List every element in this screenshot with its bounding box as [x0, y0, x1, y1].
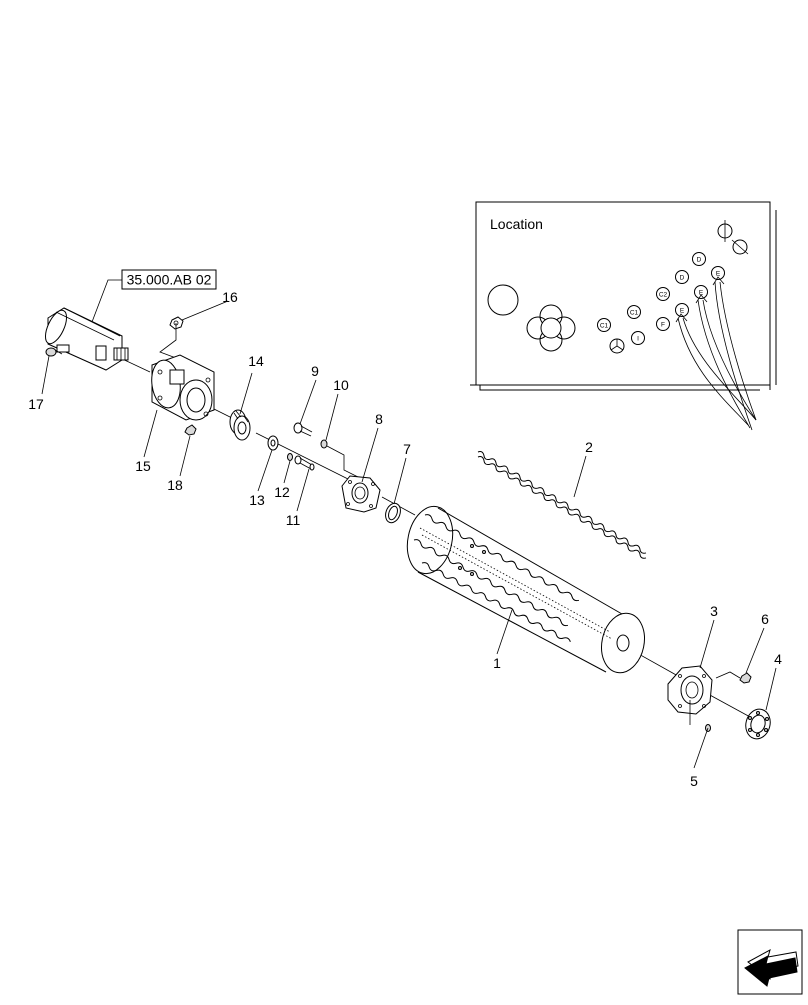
part-16-nut	[159, 316, 184, 359]
next-page-arrow-icon[interactable]	[737, 929, 803, 995]
location-marker-c2: C2	[656, 287, 670, 301]
svg-text:I: I	[637, 336, 639, 343]
location-marker-c1-2: C1	[597, 318, 611, 332]
motor	[44, 307, 129, 371]
callout-numbers: 1 2 3 4 5 6 7 8 9 10 11 12 13 14 15 16 1…	[28, 289, 782, 789]
callout-16: 16	[222, 289, 238, 305]
location-panel-frame	[475, 201, 771, 386]
callout-10: 10	[333, 377, 349, 393]
callout-5: 5	[690, 773, 698, 789]
callout-8: 8	[375, 411, 383, 427]
callout-2: 2	[585, 439, 593, 455]
part-13-washer	[267, 435, 279, 451]
location-rotor-icon	[526, 304, 576, 352]
callout-3: 3	[710, 603, 718, 619]
svg-text:E: E	[699, 290, 704, 297]
svg-text:C2: C2	[659, 292, 668, 299]
location-wheel-icon	[487, 284, 519, 316]
svg-text:E: E	[680, 308, 685, 315]
part-2-strip	[477, 451, 647, 559]
part-17-bolt	[45, 347, 63, 357]
part-15-housing	[151, 354, 215, 421]
part-11-bolt	[294, 455, 315, 471]
location-marker-d-1: D	[692, 252, 706, 266]
location-marker-f: F	[656, 317, 670, 331]
part-8-flange	[341, 475, 381, 513]
svg-text:D: D	[680, 275, 685, 282]
callout-18: 18	[167, 477, 183, 493]
callout-13: 13	[249, 492, 265, 508]
part-9-bolt	[293, 422, 313, 437]
callout-12: 12	[274, 484, 290, 500]
part-18-nut	[184, 424, 197, 436]
svg-text:C1: C1	[630, 310, 639, 317]
location-marker-i: I	[631, 331, 645, 345]
location-panel: Location D D	[470, 201, 777, 431]
location-top-gears-icon	[717, 220, 749, 255]
part-12-washer	[287, 453, 293, 461]
reference-label: 35.000.AB 02	[127, 272, 212, 288]
leader-lines	[41, 300, 777, 769]
axis-line-6	[707, 693, 753, 719]
callout-7: 7	[403, 441, 411, 457]
part-3-housing	[667, 665, 713, 715]
part-14-gear	[229, 409, 251, 441]
callout-9: 9	[311, 363, 319, 379]
callout-14: 14	[248, 353, 264, 369]
part-10-nut	[320, 439, 361, 479]
svg-text:F: F	[661, 322, 665, 329]
part-7-ring	[385, 502, 401, 524]
location-marker-c1-1: C1	[627, 305, 641, 319]
callout-6: 6	[761, 611, 769, 627]
callout-4: 4	[774, 651, 782, 667]
location-title: Location	[490, 216, 543, 232]
svg-text:E: E	[716, 271, 721, 278]
location-marker-e-3: E	[675, 303, 689, 317]
svg-text:C1: C1	[600, 323, 609, 330]
location-marker-e-1: E	[711, 266, 725, 280]
location-marker-e-2: E	[694, 285, 708, 299]
reference-callout: 35.000.AB 02	[91, 269, 217, 323]
location-propeller-icon	[609, 338, 625, 354]
callout-1: 1	[493, 655, 501, 671]
callout-15: 15	[135, 458, 151, 474]
callout-11: 11	[286, 512, 301, 528]
part-6-bolt	[715, 671, 752, 684]
reference-box	[121, 269, 217, 290]
part-1-drum	[406, 505, 645, 674]
location-marker-d-2: D	[675, 270, 689, 284]
svg-text:D: D	[697, 257, 702, 264]
part-4-bearing	[745, 708, 771, 740]
callout-17: 17	[28, 396, 44, 412]
location-arrows	[675, 276, 757, 431]
